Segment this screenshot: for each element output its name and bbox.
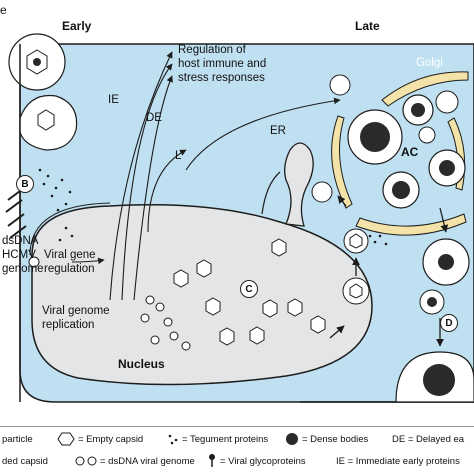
nuclear-capsids	[173, 238, 326, 346]
budding-virion	[395, 351, 474, 403]
regulation-label-3: stress responses	[178, 72, 265, 84]
l-label: L	[175, 150, 182, 162]
tegument-proteins	[38, 168, 388, 246]
legend-ie: IE = Immediate early proteins	[336, 456, 460, 467]
glycoprotein-icon	[209, 454, 215, 467]
step-b-marker: B	[16, 175, 34, 193]
viral-genome-label-2: replication	[42, 319, 95, 331]
regulation-label-1: Regulation of	[178, 44, 246, 56]
legend-empty-capsid: = Empty capsid	[78, 434, 144, 445]
nucleus-label: Nucleus	[118, 357, 165, 371]
legend-loaded-capsid: ded capsid	[2, 456, 48, 467]
step-d-marker: D	[440, 314, 458, 332]
legend-dsdna: = dsDNA viral genome	[100, 456, 195, 467]
dsdna-packed-icon	[87, 456, 97, 466]
legend-de: DE = Delayed ea	[392, 434, 465, 445]
tegument-icon	[168, 434, 178, 445]
legend-tegument: = Tegument proteins	[182, 434, 269, 445]
ac-label: AC	[401, 145, 419, 159]
egress-vesicles	[311, 181, 470, 315]
legend-symbols	[57, 432, 298, 467]
viral-genome-circles	[28, 256, 191, 351]
viral-genome-label-1: Viral genome	[42, 305, 110, 317]
dsdna-circle-icon	[75, 456, 85, 466]
golgi-label: Golgi	[416, 57, 443, 69]
ie-label: IE	[108, 94, 119, 106]
assembly-compartment-vesicles	[329, 74, 466, 209]
panel-letter: e	[0, 3, 7, 17]
entry-endosome	[19, 94, 78, 151]
early-header: Early	[62, 19, 92, 33]
late-header: Late	[355, 19, 380, 33]
empty-capsid-icon	[57, 432, 75, 446]
de-label: DE	[146, 112, 162, 124]
er-label: ER	[270, 125, 286, 137]
dsdna-label-1: dsDNA	[2, 235, 39, 247]
incoming-virion	[8, 33, 66, 91]
legend: particle = Empty capsid = Tegument prote…	[0, 426, 474, 475]
legend-particle: particle	[2, 434, 33, 445]
early-arrows	[71, 51, 341, 301]
viral-gene-label-2: regulation	[44, 263, 95, 275]
viral-gene-label-1: Viral gene	[44, 249, 96, 261]
legend-glycoproteins: = Viral glycoproteins	[220, 456, 306, 467]
dsdna-label-2: HCMV	[2, 249, 36, 261]
dense-body-icon	[286, 433, 298, 445]
legend-dense-bodies: = Dense bodies	[302, 434, 369, 445]
endoplasmic-reticulum	[284, 142, 314, 227]
viral-glycoproteins	[5, 187, 27, 239]
step-c-marker: C	[240, 280, 258, 298]
dsdna-label-3: genome	[2, 263, 44, 275]
regulation-label-2: host immune and	[178, 58, 267, 70]
nucleus	[31, 203, 373, 386]
